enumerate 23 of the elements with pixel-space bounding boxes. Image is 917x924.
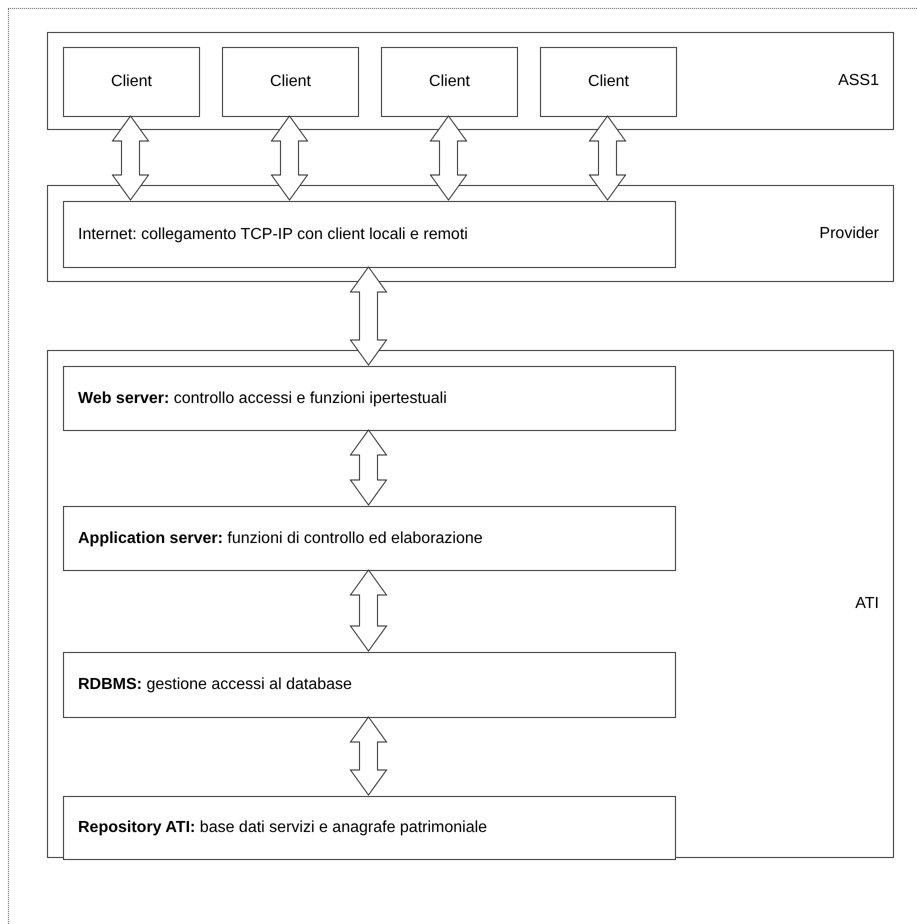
double-arrow: [430, 115, 468, 201]
double-arrow: [350, 569, 388, 652]
component-box: Application server: funzioni di controllo ed elaborazione: [63, 506, 676, 571]
double-arrow: [350, 429, 388, 506]
component-box: Repository ATI: base dati servizi e anagrafe patrimoniale: [63, 796, 676, 860]
group-label: Provider: [819, 224, 879, 244]
double-arrow: [350, 266, 388, 366]
component-box: Client: [222, 47, 359, 117]
group-box: [47, 32, 894, 130]
component-box: Web server: controllo accessi e funzioni ipertestuali: [63, 366, 676, 431]
group-label: ATI: [855, 594, 879, 614]
component-box: Client: [63, 47, 200, 117]
double-arrow: [588, 115, 626, 201]
component-box: Client: [381, 47, 518, 117]
group-label: ASS1: [838, 71, 879, 91]
double-arrow: [350, 716, 388, 796]
double-arrow: [270, 115, 308, 201]
group-box: [47, 350, 894, 858]
group-box: [47, 185, 894, 282]
double-arrow: [112, 115, 150, 201]
component-box: Internet: collegamento TCP-IP con client locali e remoti: [63, 201, 676, 268]
component-box: RDBMS: gestione accessi al database: [63, 652, 676, 718]
component-box: Client: [540, 47, 677, 117]
